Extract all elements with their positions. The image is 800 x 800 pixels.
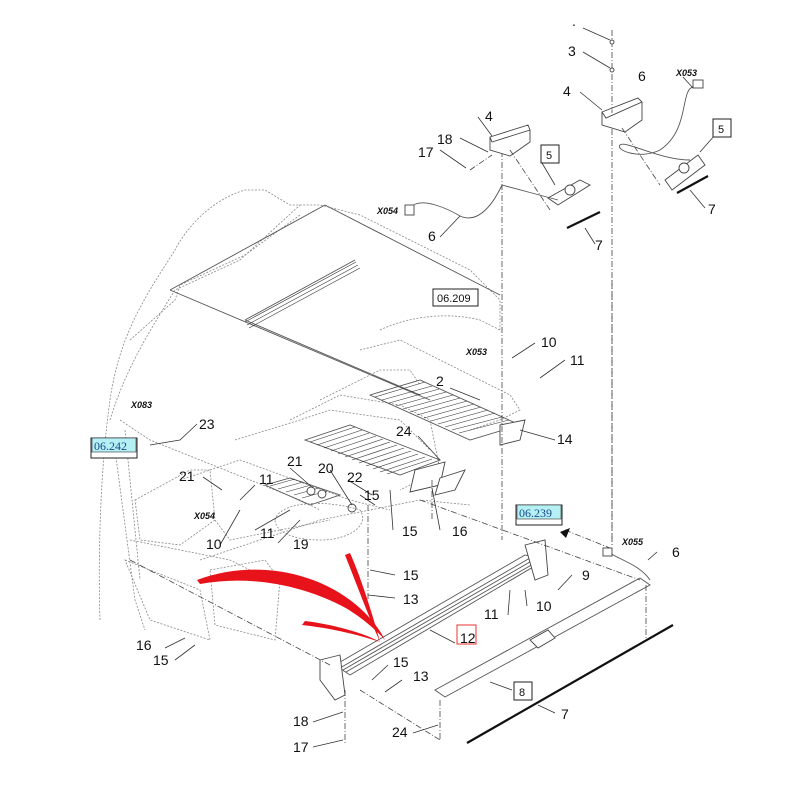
callout-label: 16 bbox=[452, 523, 468, 539]
callout-label: 20 bbox=[318, 460, 334, 476]
callout-label: 4 bbox=[563, 83, 571, 99]
lamp-bulb-mid bbox=[564, 184, 576, 196]
page-ref-06242[interactable]: 06.242 bbox=[90, 437, 138, 459]
callout-label: 24 bbox=[396, 423, 412, 439]
cable-6-bottom bbox=[609, 552, 651, 581]
step-grate-upper bbox=[368, 379, 522, 441]
cable-6-right bbox=[619, 86, 694, 161]
callout-label: 11 bbox=[484, 606, 499, 622]
callout-label: 5 bbox=[718, 124, 724, 136]
dash-lower-diag bbox=[129, 559, 331, 666]
dash-rail-mid bbox=[359, 689, 441, 741]
callout-label: 21 bbox=[179, 468, 195, 484]
cable-6-mid bbox=[409, 184, 559, 219]
boxed-callout-5-right: 5 bbox=[712, 118, 732, 138]
connector-label: X055 bbox=[621, 537, 644, 547]
callout-label: 13 bbox=[413, 668, 429, 684]
callout-label: 17 bbox=[293, 739, 309, 755]
callout-label: . bbox=[572, 13, 576, 29]
connector-plug-x053 bbox=[692, 79, 704, 89]
callout-label: 15 bbox=[364, 487, 380, 503]
dash-lower-diag2 bbox=[419, 499, 641, 581]
step-light-housing-14 bbox=[499, 419, 526, 446]
connector-label: X054 bbox=[193, 511, 215, 521]
callout-label: 11 bbox=[260, 525, 275, 541]
lamp-bulb-right bbox=[678, 162, 690, 174]
arrow-to-06239 bbox=[560, 528, 570, 538]
callout-label: 17 bbox=[418, 144, 434, 160]
callout-label: 10 bbox=[541, 334, 557, 350]
callout-label: 18 bbox=[437, 131, 453, 147]
callout-label: 13 bbox=[403, 591, 419, 607]
page-ref-06209[interactable]: 06.209 bbox=[432, 288, 479, 307]
callout-label: 19 bbox=[293, 536, 309, 552]
light-strip-8 bbox=[434, 577, 651, 698]
screw-top bbox=[609, 39, 615, 45]
light-housing-4-mid bbox=[489, 124, 531, 157]
connector-label: X053 bbox=[675, 68, 697, 78]
callout-label: 8 bbox=[519, 687, 525, 699]
step-rail-12 bbox=[319, 539, 549, 701]
callout-label: 24 bbox=[392, 724, 408, 740]
bar-7-right bbox=[676, 175, 709, 194]
callout-label: 4 bbox=[485, 108, 493, 124]
connector-x055 bbox=[602, 547, 613, 557]
callout-label: 23 bbox=[199, 416, 215, 432]
callout-label: 7 bbox=[561, 706, 569, 722]
callout-label: 22 bbox=[347, 469, 363, 485]
boxed-callout-8: 8 bbox=[513, 681, 533, 701]
page-ref-06239[interactable]: 06.239 bbox=[515, 504, 563, 526]
leader-lines bbox=[149, 27, 716, 748]
page-ref-label: 06.209 bbox=[437, 293, 471, 305]
callout-label: 9 bbox=[582, 567, 590, 583]
callout-label: 15 bbox=[402, 523, 418, 539]
red-arrow-head-right bbox=[345, 553, 380, 642]
washer-3 bbox=[609, 67, 615, 73]
connector-label: X054 bbox=[376, 206, 398, 216]
callout-label: 2 bbox=[436, 373, 444, 389]
dash-06239 bbox=[564, 529, 611, 549]
bar-7-mid bbox=[566, 211, 601, 229]
dash-mid-4-5 bbox=[509, 149, 551, 211]
callout-label: 6 bbox=[638, 68, 646, 84]
callout-label: 12 bbox=[460, 630, 476, 646]
dash-right-4-5 bbox=[621, 127, 661, 186]
callout-label: 7 bbox=[708, 201, 716, 217]
callout-label: 6 bbox=[428, 228, 436, 244]
callout-label: 15 bbox=[153, 652, 169, 668]
red-arrow-head-left bbox=[302, 621, 380, 642]
page-ref-label: 06.242 bbox=[94, 439, 127, 453]
callout-label: 11 bbox=[259, 471, 274, 487]
callout-label: 14 bbox=[557, 431, 573, 447]
callouts: . 3 4 6 7 4 18 17 6 7 10 11 2 14 23 24 2… bbox=[136, 13, 716, 755]
callout-label: 11 bbox=[570, 352, 585, 368]
callout-label: 15 bbox=[403, 567, 419, 583]
step-light-housing-24-b bbox=[434, 469, 466, 496]
connector-label: X053 bbox=[465, 347, 487, 357]
callout-label: 15 bbox=[393, 654, 409, 670]
callout-label: 5 bbox=[546, 150, 552, 162]
callout-label: 10 bbox=[206, 536, 222, 552]
connector-plug-x054 bbox=[404, 204, 415, 216]
callout-label: 21 bbox=[287, 453, 303, 469]
connector-labels: X053 X054 X053 X083 X054 X055 bbox=[130, 68, 697, 547]
connector-label: X083 bbox=[130, 400, 152, 410]
callout-label: 3 bbox=[568, 43, 576, 59]
callout-label: 10 bbox=[536, 598, 552, 614]
light-housing-4-right bbox=[601, 97, 643, 133]
callout-label: 16 bbox=[136, 637, 152, 653]
step-grate-lower bbox=[263, 477, 342, 506]
lamp-holders bbox=[274, 486, 363, 541]
callout-label: 18 bbox=[293, 713, 309, 729]
cab-body-outline bbox=[98, 189, 521, 641]
boxed-callout-5-mid: 5 bbox=[540, 144, 560, 164]
callout-label: 7 bbox=[595, 237, 603, 253]
callout-label: 6 bbox=[672, 544, 680, 560]
red-arrow-curve bbox=[197, 569, 385, 640]
dash-mid-17 bbox=[469, 154, 493, 171]
page-ref-label: 06.239 bbox=[519, 506, 552, 520]
bar-7-bottom bbox=[466, 624, 674, 744]
highlight-box-item-12 bbox=[456, 624, 477, 645]
